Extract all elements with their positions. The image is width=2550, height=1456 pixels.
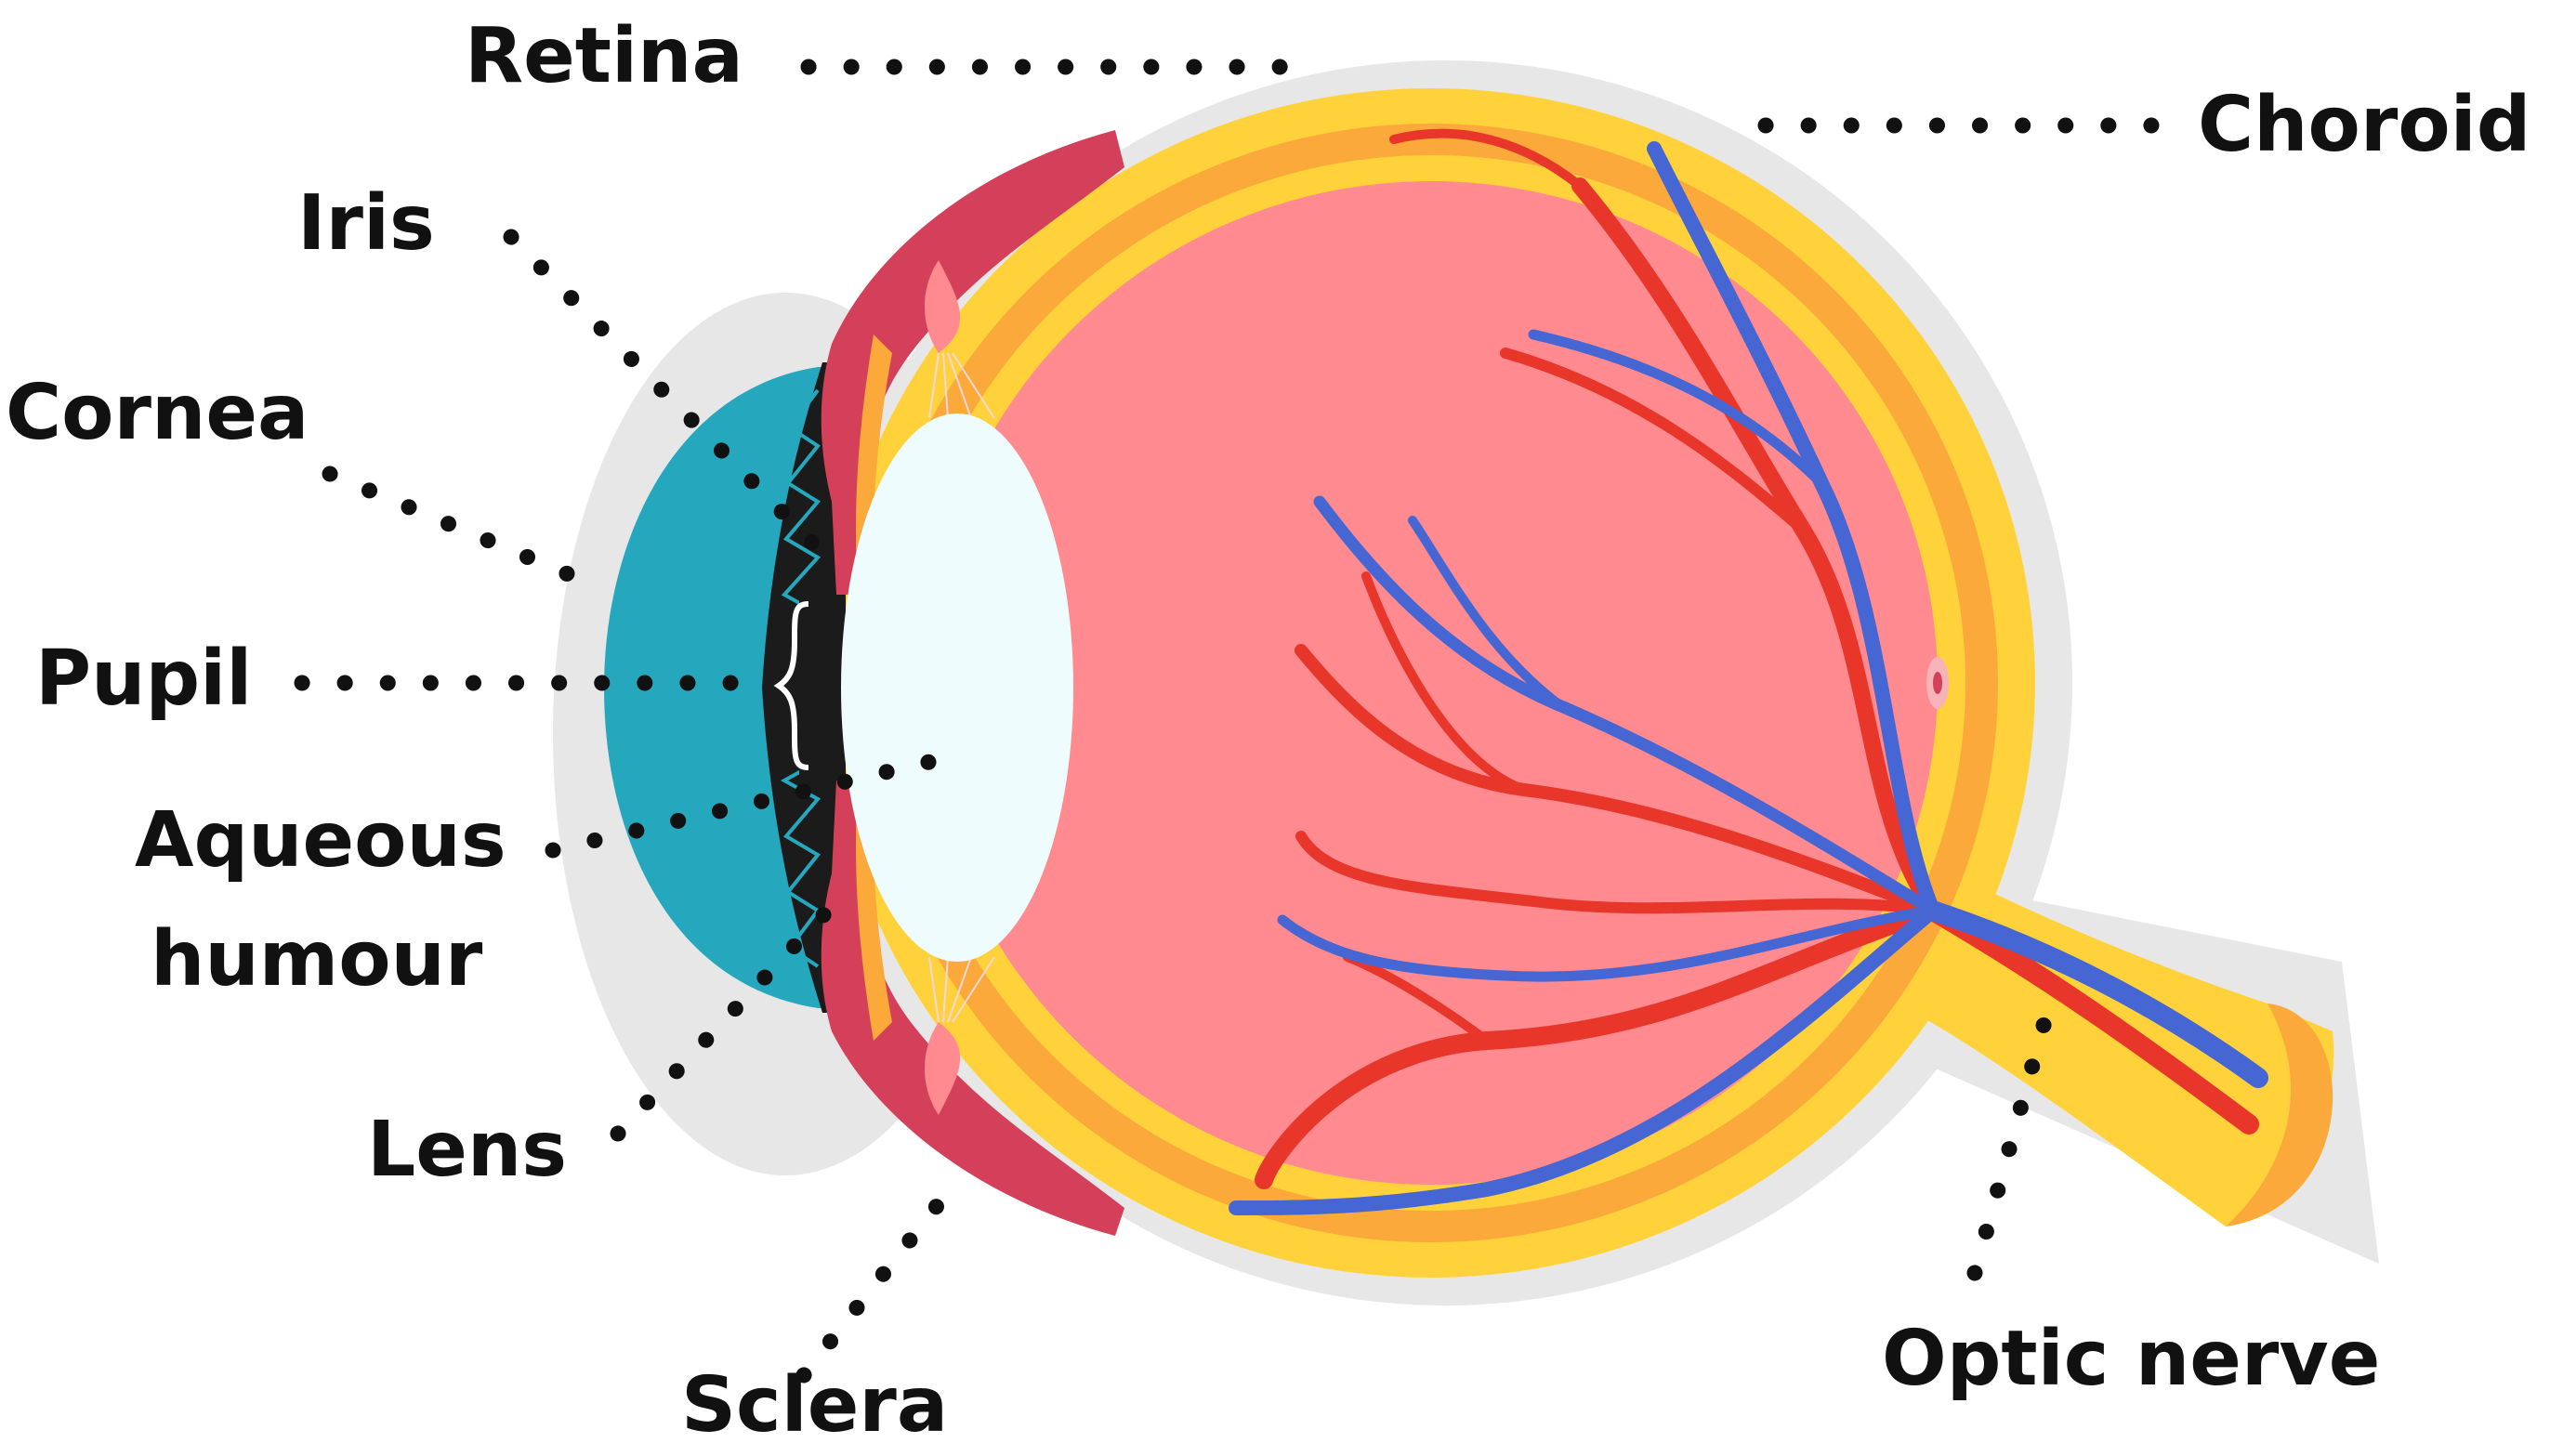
iris-leader: [503, 229, 826, 557]
label-optic-nerve: Optic nerve: [1882, 1315, 2380, 1403]
label-aqueous-humour-line1: Aqueous: [135, 796, 506, 885]
optic-nerve-leader: [1966, 1014, 2053, 1281]
lens-shape: [841, 413, 1073, 962]
label-sclera: Sclera: [681, 1361, 948, 1449]
label-cornea: Cornea: [6, 369, 309, 457]
sclera-leader: [795, 1172, 966, 1384]
cornea-leader: [322, 466, 603, 594]
zonular-fibres: [928, 352, 995, 1023]
veins: [1229, 141, 2268, 1215]
pupil-shape: [799, 595, 846, 780]
optic-disc: [1926, 657, 1949, 709]
label-lens: Lens: [367, 1106, 567, 1194]
label-retina: Retina: [465, 12, 743, 100]
pupil-bracket: [773, 601, 809, 770]
label-choroid: Choroid: [2198, 81, 2530, 169]
label-iris: Iris: [297, 179, 435, 268]
label-pupil: Pupil: [35, 635, 252, 723]
labels: Retina Choroid Iris Cornea Pupil Aqueous…: [6, 12, 2530, 1449]
arteries: [1255, 128, 2259, 1189]
leader-lines: [294, 59, 2174, 1384]
label-aqueous-humour-line2: humour: [151, 915, 483, 1003]
